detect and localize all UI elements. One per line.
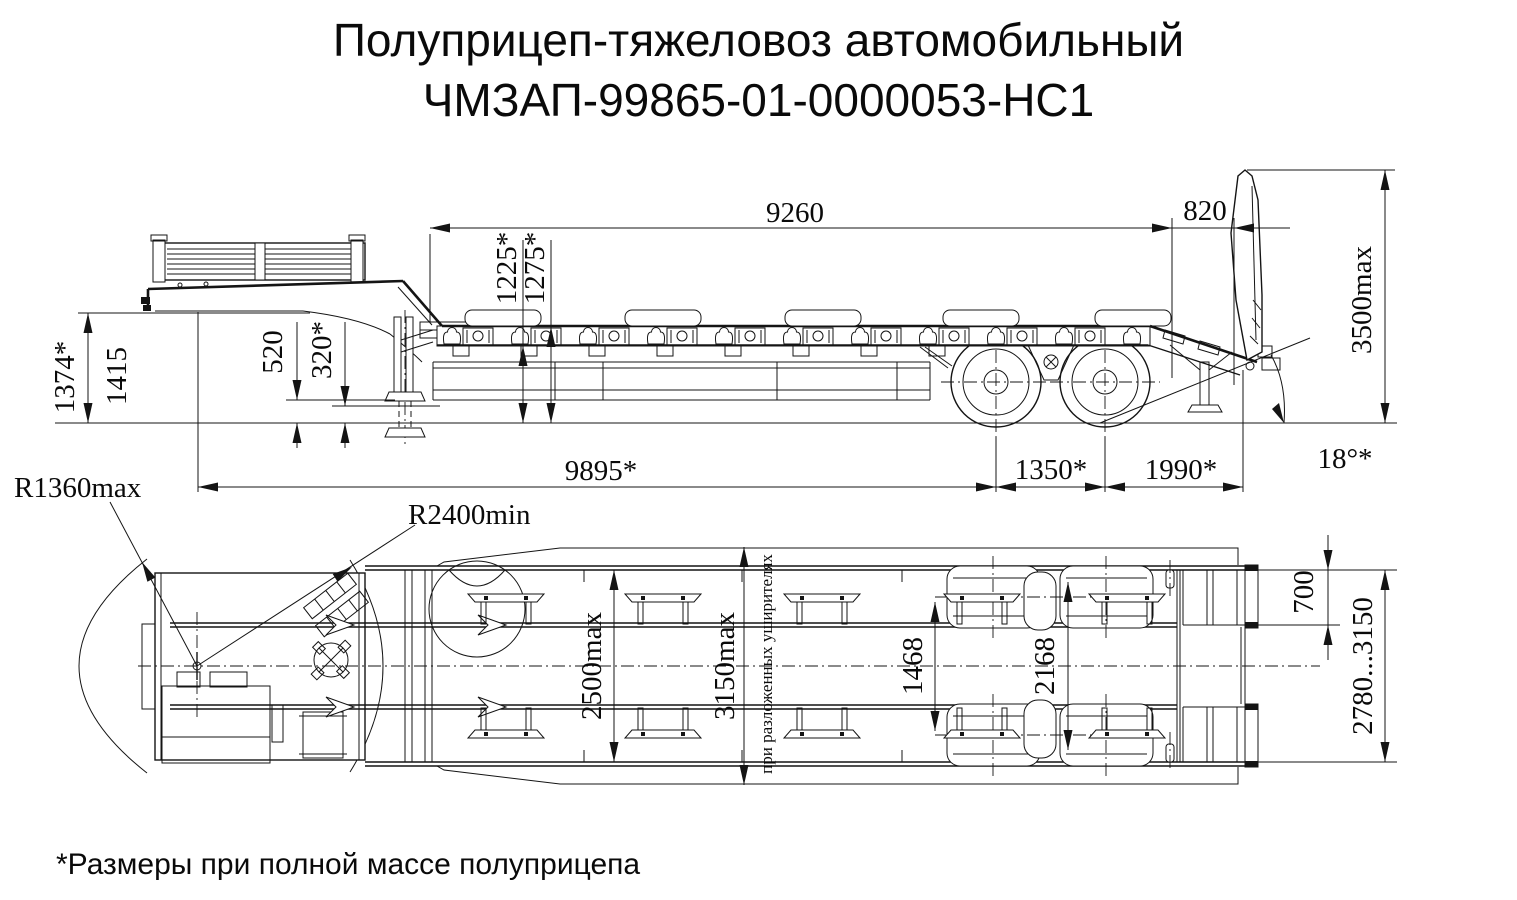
dim-extended-width: 3150max <box>709 612 741 720</box>
dim-kingpin-to-bogie: 9895* <box>565 455 638 487</box>
ramps-plan <box>1182 564 1259 768</box>
beaver-tail <box>1147 324 1281 413</box>
dim-deck-height-1: 1225* <box>491 232 523 305</box>
gooseneck-body <box>141 279 443 363</box>
stowed-wideners <box>464 309 1172 327</box>
drawing-title: Полуприцеп-тяжеловоз автомобильный ЧМЗАП… <box>0 10 1517 130</box>
dim-axle-spacing: 1350* <box>1015 454 1088 486</box>
loading-angle <box>1099 337 1311 424</box>
dim-gooseneck-height-1: 1374* <box>49 341 81 414</box>
dim-clearance-neck: 520 <box>257 330 289 374</box>
gooseneck-bolster <box>150 234 366 283</box>
footnote: *Размеры при полной массе полуприцепа <box>56 848 641 881</box>
dim-track-width: 2168 <box>1029 637 1061 695</box>
dim-platform-width: 2500max <box>576 612 608 720</box>
gooseneck-plan <box>141 572 370 764</box>
front-swing-arc <box>78 558 148 774</box>
dim-ramp-span: 2780...3150 <box>1347 597 1379 735</box>
plan-view: R1360max R2400min 2500max 3150max при ра… <box>14 472 1397 785</box>
landing-gear <box>384 310 434 445</box>
dim-rear-section: 820 <box>1183 195 1227 227</box>
note-wideners: при разложенных уширителях <box>757 554 776 774</box>
side-view: 9260 820 9895* 1350* 1990* 18°* 1374* 14… <box>49 169 1397 492</box>
dim-clearance-frame: 320* <box>306 321 338 379</box>
label-neck-turn-radius: R2400min <box>408 499 531 531</box>
deck-rail <box>436 324 1151 357</box>
drawing-title-line2: ЧМЗАП-99865-01-0000053-НС1 <box>422 74 1095 126</box>
dim-ramp-width: 700 <box>1288 570 1320 614</box>
radius-leaders <box>109 501 416 667</box>
drawing-title-line1: Полуприцеп-тяжеловоз автомобильный <box>332 14 1185 66</box>
label-front-swing-radius: R1360max <box>14 472 142 504</box>
dim-gooseneck-height-2: 1415 <box>101 347 133 405</box>
raised-ramp <box>1230 169 1263 362</box>
side-dimensions <box>78 169 1395 492</box>
side-beams <box>432 346 953 401</box>
rear-pins <box>1165 560 1175 772</box>
dim-ramp-angle: 18°* <box>1317 443 1372 475</box>
dim-deck-height-2: 1275* <box>519 232 551 305</box>
dim-overall-height: 3500max <box>1346 246 1378 354</box>
dim-platform-length: 9260 <box>766 197 824 229</box>
dim-rear-overhang: 1990* <box>1145 454 1218 486</box>
plan-dimensions <box>609 535 1397 785</box>
dim-frame-inner-width: 1468 <box>897 637 929 695</box>
